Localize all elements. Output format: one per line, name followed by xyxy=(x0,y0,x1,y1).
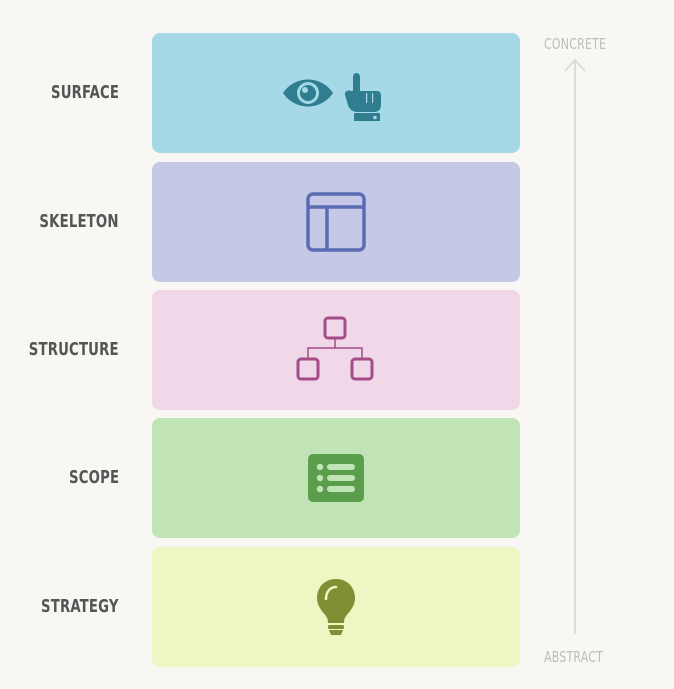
layer-label-structure: STRUCTURE xyxy=(29,339,119,360)
layout-icon xyxy=(306,192,366,252)
axis-line xyxy=(574,60,576,634)
layer-box-strategy xyxy=(152,547,520,667)
layer-box-scope xyxy=(152,418,520,538)
layer-label-skeleton: SKELETON xyxy=(39,211,119,232)
list-icon xyxy=(308,454,364,502)
axis-top-label: CONCRETE xyxy=(544,35,607,53)
lightbulb-icon xyxy=(317,579,355,635)
layer-box-surface xyxy=(152,33,520,153)
eye-and-pointer-icon xyxy=(283,73,381,121)
layer-label-surface: SURFACE xyxy=(50,82,119,103)
layer-box-skeleton xyxy=(152,162,520,282)
layer-box-structure xyxy=(152,290,520,410)
layer-label-scope: SCOPE xyxy=(68,467,119,488)
layer-label-strategy: STRATEGY xyxy=(41,596,119,617)
axis-bottom-label: ABSTRACT xyxy=(544,648,604,666)
arrow-up-icon xyxy=(564,58,586,72)
hierarchy-icon xyxy=(296,316,374,381)
